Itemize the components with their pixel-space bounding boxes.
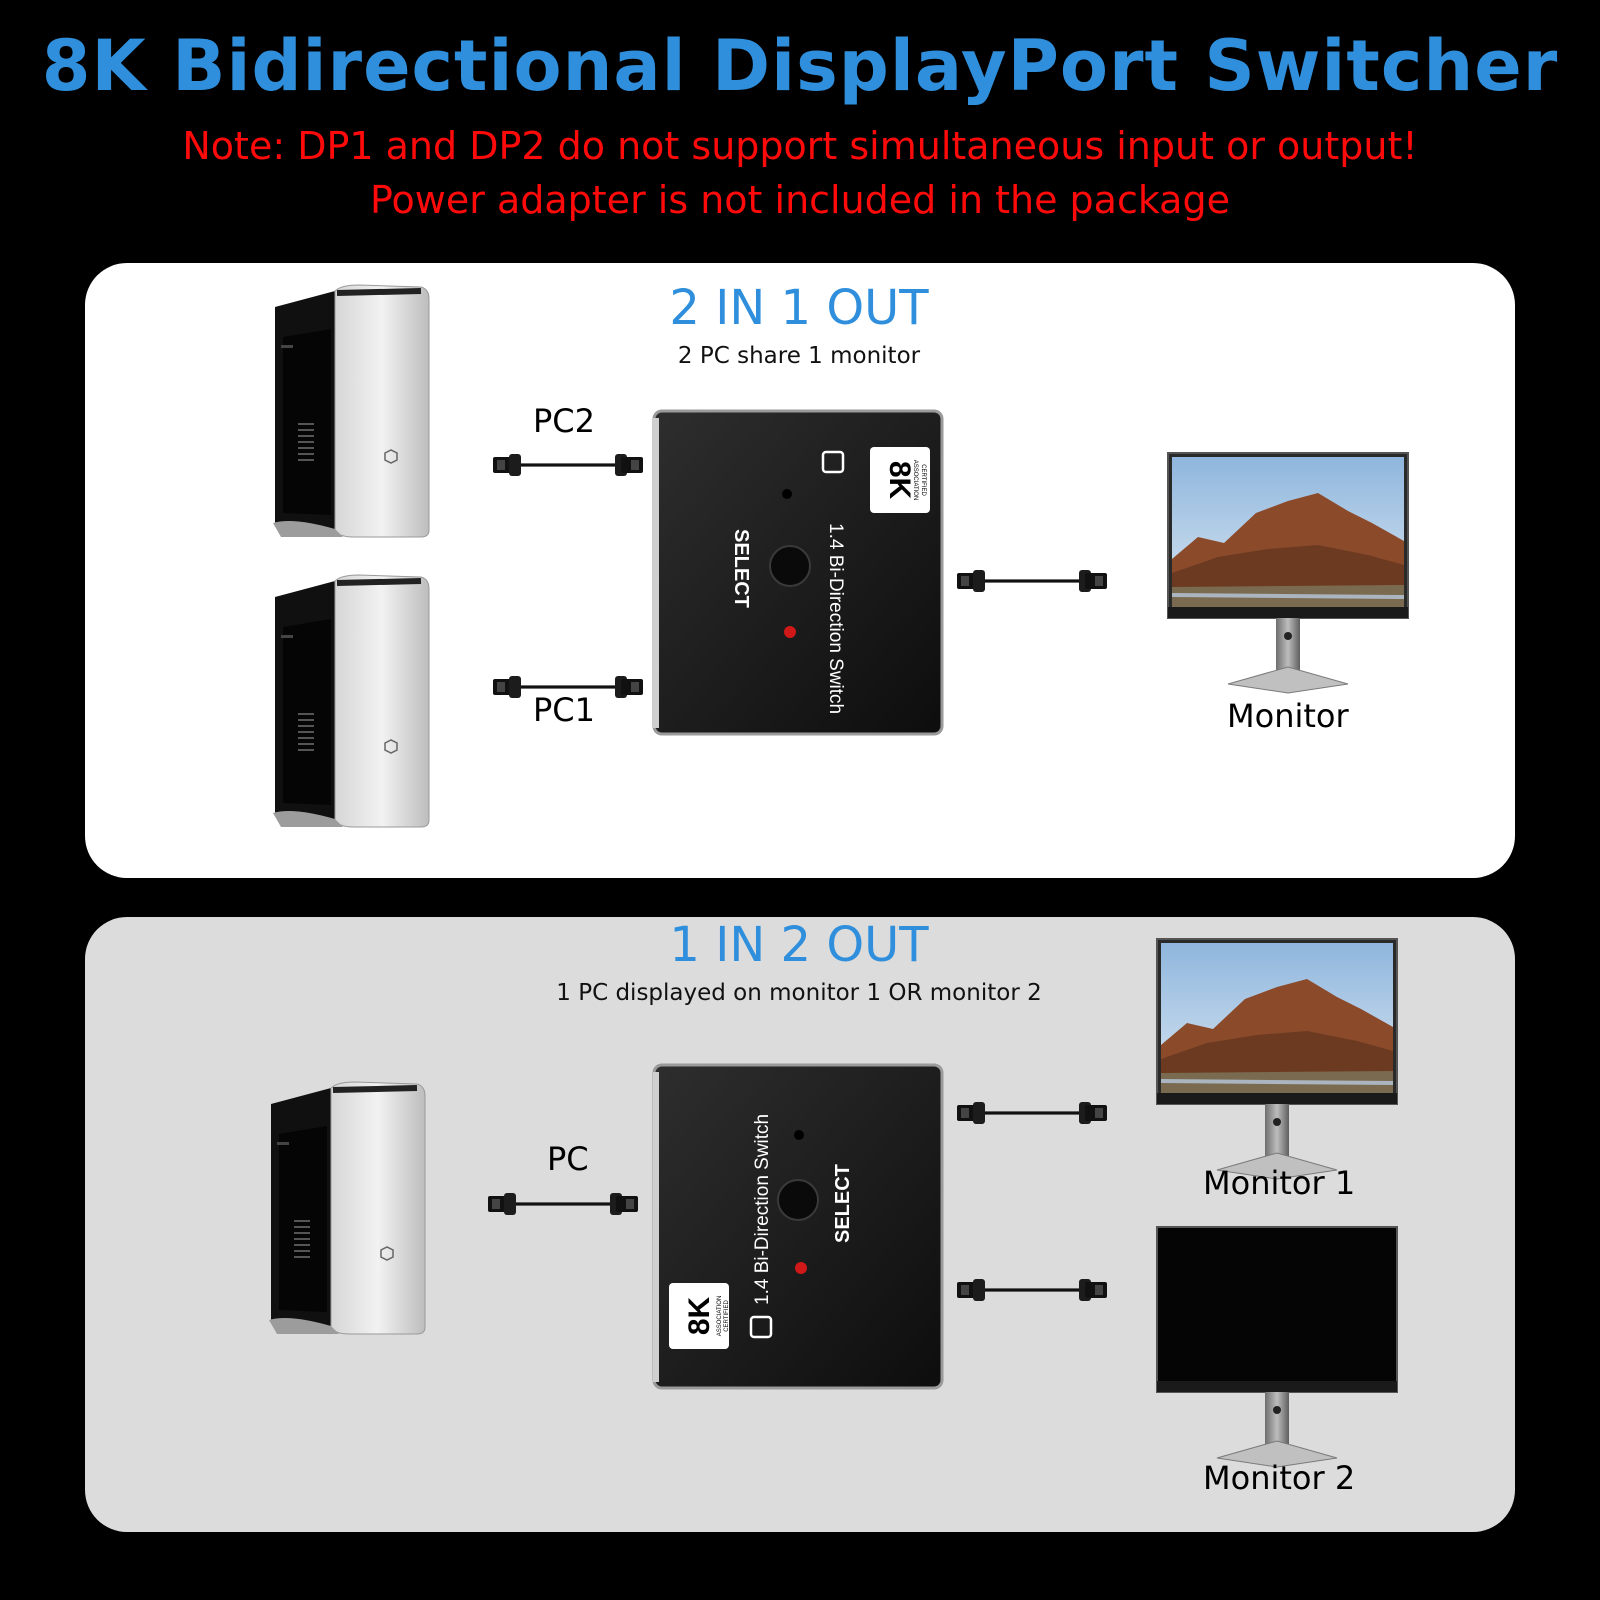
select-button-rotated[interactable] bbox=[777, 1179, 819, 1221]
monitor2-icon bbox=[1156, 1226, 1398, 1468]
pc1-tower-icon bbox=[273, 575, 429, 827]
pc-label: PC bbox=[547, 1140, 589, 1178]
status-led-on-icon-rotated bbox=[795, 1262, 807, 1274]
pc-cable-icon bbox=[488, 1193, 638, 1215]
8k-badge-rotated bbox=[669, 1283, 729, 1349]
mode-subtitle-2in1out: 2 PC share 1 monitor bbox=[677, 343, 921, 369]
select-label: SELECT bbox=[730, 529, 752, 608]
pc1-label: PC1 bbox=[533, 691, 595, 729]
monitor-icon bbox=[1167, 452, 1409, 694]
mode-subtitle-1in2out: 1 PC displayed on monitor 1 OR monitor 2 bbox=[556, 980, 1042, 1006]
panel-2in1out-illustration: 8K ASSOCIATION CERTIFIED 1.4 Bi-Directio… bbox=[85, 263, 1409, 878]
status-led-on-icon bbox=[784, 626, 796, 638]
note-power-adapter: Power adapter is not included in the pac… bbox=[370, 178, 1230, 222]
status-led-off-icon bbox=[782, 489, 792, 499]
monitor1-cable-icon bbox=[957, 1102, 1107, 1124]
panel-2in1out: 8K ASSOCIATION CERTIFIED 1.4 Bi-Directio… bbox=[85, 263, 1515, 878]
mode-title-1in2out: 1 IN 2 OUT bbox=[669, 917, 929, 973]
pc-tower-icon bbox=[269, 1082, 425, 1334]
switch-device: 8K ASSOCIATION CERTIFIED 1.4 Bi-Directio… bbox=[651, 408, 945, 737]
mode-title-2in1out: 2 IN 1 OUT bbox=[669, 280, 929, 336]
svg-text:8K: 8K bbox=[683, 1296, 716, 1335]
pc2-label: PC2 bbox=[533, 402, 595, 440]
select-button[interactable] bbox=[769, 545, 811, 587]
select-label-rotated: SELECT bbox=[832, 1164, 854, 1243]
svg-text:CERTIFIED: CERTIFIED bbox=[724, 1300, 730, 1332]
svg-text:8K: 8K bbox=[883, 461, 916, 500]
switch-device-rotated: 8K ASSOCIATION CERTIFIED 1.4 Bi-Directio… bbox=[651, 1062, 945, 1391]
monitor2-cable-icon bbox=[957, 1279, 1107, 1301]
8k-badge bbox=[870, 447, 930, 513]
monitor-label: Monitor bbox=[1227, 697, 1349, 735]
pc2-tower-icon bbox=[273, 285, 429, 537]
page-title: 8K Bidirectional DisplayPort Switcher bbox=[41, 25, 1559, 107]
svg-text:CERTIFIED: CERTIFIED bbox=[920, 464, 926, 496]
status-led-off-icon-rotated bbox=[794, 1130, 804, 1140]
monitor2-label: Monitor 2 bbox=[1203, 1459, 1356, 1497]
switch-brand-text-rotated: 1.4 Bi-Direction Switch bbox=[752, 1114, 773, 1305]
note-simultaneous: Note: DP1 and DP2 do not support simulta… bbox=[182, 124, 1418, 168]
switch-brand-text: 1.4 Bi-Direction Switch bbox=[825, 523, 846, 714]
panel-1in2out: 8K ASSOCIATION CERTIFIED 1.4 Bi-Directio… bbox=[85, 917, 1515, 1532]
svg-text:ASSOCIATION: ASSOCIATION bbox=[912, 460, 918, 501]
monitor1-label: Monitor 1 bbox=[1203, 1164, 1356, 1202]
svg-text:ASSOCIATION: ASSOCIATION bbox=[717, 1296, 723, 1337]
dp-logo-icon bbox=[821, 450, 845, 474]
pc2-cable-icon bbox=[493, 454, 643, 476]
panel-1in2out-illustration: 8K ASSOCIATION CERTIFIED 1.4 Bi-Directio… bbox=[85, 938, 1398, 1468]
dp-logo-icon-rotated bbox=[749, 1315, 773, 1339]
monitor1-icon bbox=[1156, 938, 1398, 1180]
monitor-cable-icon bbox=[957, 570, 1107, 592]
